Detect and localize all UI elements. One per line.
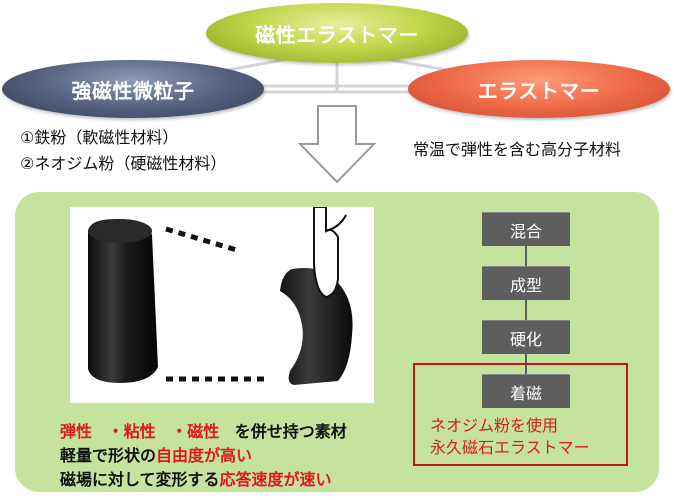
line-prefix: 軽量で形状の: [60, 446, 157, 465]
node-ferromagnetic-particles: 強磁性微粒子: [2, 60, 264, 118]
flow-connector: [525, 246, 527, 268]
panel-line-2: 軽量で形状の自由度が高い: [60, 442, 252, 466]
magnetization-box: [413, 363, 628, 466]
property-elasticity: 弾性: [60, 422, 93, 441]
elastomer-photo: [70, 207, 374, 403]
node-label: エラストマー: [477, 78, 601, 103]
right-description: 常温で弾性を含む高分子材料: [413, 140, 622, 159]
panel-line-1: 弾性 ・粘性 ・磁性 を併せ持つ素材: [60, 418, 347, 442]
flow-connector: [525, 354, 527, 376]
property-suffix: を併せ持つ素材: [234, 422, 347, 441]
node-label: 磁性エラストマー: [255, 22, 419, 47]
flow-connector: [525, 300, 527, 322]
magnetization-note: ネオジム粉を使用: [430, 416, 559, 435]
line-prefix: 磁場に対して変形する: [60, 470, 220, 489]
process-step-molding: 成型: [482, 266, 570, 300]
left-list-item: ①鉄粉（軟磁性材料）: [20, 128, 179, 147]
node-label: 強磁性微粒子: [71, 78, 195, 103]
property-magnetism: ・磁性: [171, 422, 220, 441]
magnetization-note: 永久磁石エラストマー: [430, 438, 590, 457]
process-step-magnetization: 着磁: [482, 374, 570, 408]
node-elastomer: エラストマー: [408, 60, 670, 118]
process-step-mixing: 混合: [482, 212, 570, 246]
left-list-item: ②ネオジム粉（硬磁性材料）: [20, 154, 227, 173]
panel-line-3: 磁場に対して変形する応答速度が速い: [60, 466, 332, 490]
process-step-curing: 硬化: [482, 320, 570, 354]
property-viscosity: ・粘性: [107, 422, 156, 441]
down-arrow-icon: [298, 105, 376, 184]
node-magnetic-elastomer: 磁性エラストマー: [206, 3, 468, 63]
line-highlight: 応答速度が速い: [219, 470, 332, 489]
line-highlight: 自由度が高い: [156, 446, 253, 465]
